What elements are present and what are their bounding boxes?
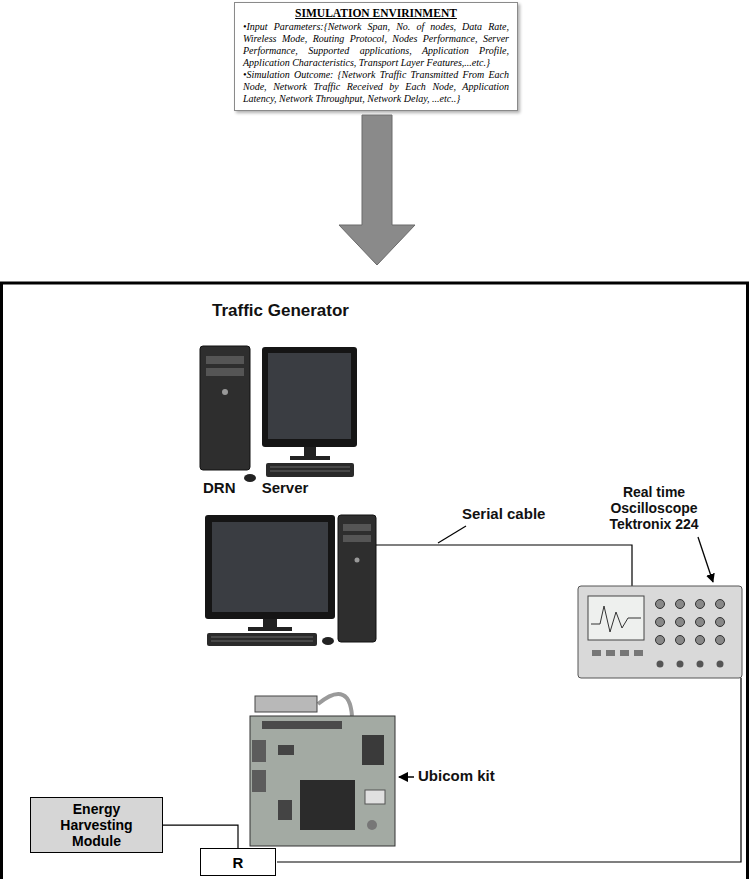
scope-knob	[656, 636, 665, 645]
probe-jack	[717, 661, 724, 668]
serial-cable	[376, 545, 632, 586]
keyboard-keys	[211, 637, 313, 641]
mouse	[322, 637, 334, 645]
drive-bay	[343, 524, 371, 531]
serial-port	[252, 770, 266, 792]
monitor-screen	[212, 522, 328, 612]
node-text: •Input Parameters:{Network Span, No. of …	[243, 21, 509, 69]
monitor-bezel	[262, 347, 357, 447]
flow-arrow	[339, 115, 415, 265]
drn-server-computer	[205, 515, 376, 646]
device-label: Ubicom kit	[418, 767, 495, 784]
scope-button	[620, 650, 629, 656]
testbed-frame	[2, 283, 748, 879]
device-label: Real time Oscilloscope Tektronix 224	[598, 484, 710, 532]
power-button	[222, 389, 228, 395]
probe-jack	[697, 661, 704, 668]
ribbon-cable	[318, 694, 352, 716]
component	[367, 820, 377, 830]
circuit-board	[250, 716, 395, 846]
leader-arrow	[399, 776, 414, 778]
scope-knob	[676, 618, 685, 627]
scope-screen	[588, 596, 644, 640]
oscilloscope	[578, 586, 742, 678]
scope-body	[578, 586, 742, 678]
scope-knob	[656, 600, 665, 609]
pc-tower	[338, 515, 376, 642]
daughter-board	[255, 696, 317, 712]
probe-jack	[677, 661, 684, 668]
scope-button	[592, 650, 601, 656]
cable-label: Serial cable	[462, 505, 545, 522]
energy-harvesting-box: Energy Harvesting Module	[30, 797, 163, 853]
component	[278, 745, 294, 755]
node-heading: Energy Harvesting Module	[35, 801, 158, 849]
connector-wire	[163, 825, 238, 848]
keyboard-keys	[270, 467, 350, 471]
leader-line	[438, 526, 466, 543]
monitor-bezel	[205, 515, 335, 619]
simulation-box: SIMULATION ENVIRINMENT •Input Parameters:…	[234, 2, 518, 111]
header-strip	[262, 721, 342, 729]
scope-knob	[656, 618, 665, 627]
pc-tower	[200, 346, 250, 470]
scope-button	[606, 650, 615, 656]
traffic-generator-computer	[200, 346, 357, 482]
monitor-stand	[304, 447, 316, 457]
resistor-box: R	[200, 848, 276, 876]
monitor-base	[290, 456, 330, 460]
drive-bay	[343, 535, 371, 542]
keyboard	[207, 633, 317, 646]
node-heading: SIMULATION ENVIRINMENT	[243, 7, 509, 19]
component	[278, 800, 292, 820]
device-label: Traffic Generator	[212, 301, 349, 321]
power-button	[355, 558, 360, 563]
scope-knob	[676, 636, 685, 645]
keyboard	[266, 463, 354, 477]
monitor-stand	[263, 619, 277, 628]
drive-bay	[206, 368, 244, 376]
scope-knob	[716, 636, 725, 645]
scope-knob	[696, 618, 705, 627]
node-text: •Simulation Outcome: {Network Traffic Tr…	[243, 69, 509, 105]
device-label: DRN Server	[203, 479, 308, 496]
monitor-screen	[268, 353, 351, 439]
serial-port	[252, 740, 266, 762]
scope-trace	[591, 606, 641, 632]
ubicom-kit-board	[250, 694, 395, 846]
scope-button	[634, 650, 643, 656]
scope-knob	[696, 636, 705, 645]
scope-knob	[716, 600, 725, 609]
scope-knob	[696, 600, 705, 609]
leader-arrow	[698, 537, 713, 582]
processor-chip	[300, 780, 355, 830]
probe-jack	[657, 661, 664, 668]
component	[365, 790, 385, 804]
ethernet-port	[362, 735, 384, 765]
scope-knob	[716, 618, 725, 627]
monitor-base	[248, 627, 292, 631]
node-heading: R	[233, 854, 244, 871]
drive-bay	[206, 356, 244, 364]
scope-knob	[676, 600, 685, 609]
